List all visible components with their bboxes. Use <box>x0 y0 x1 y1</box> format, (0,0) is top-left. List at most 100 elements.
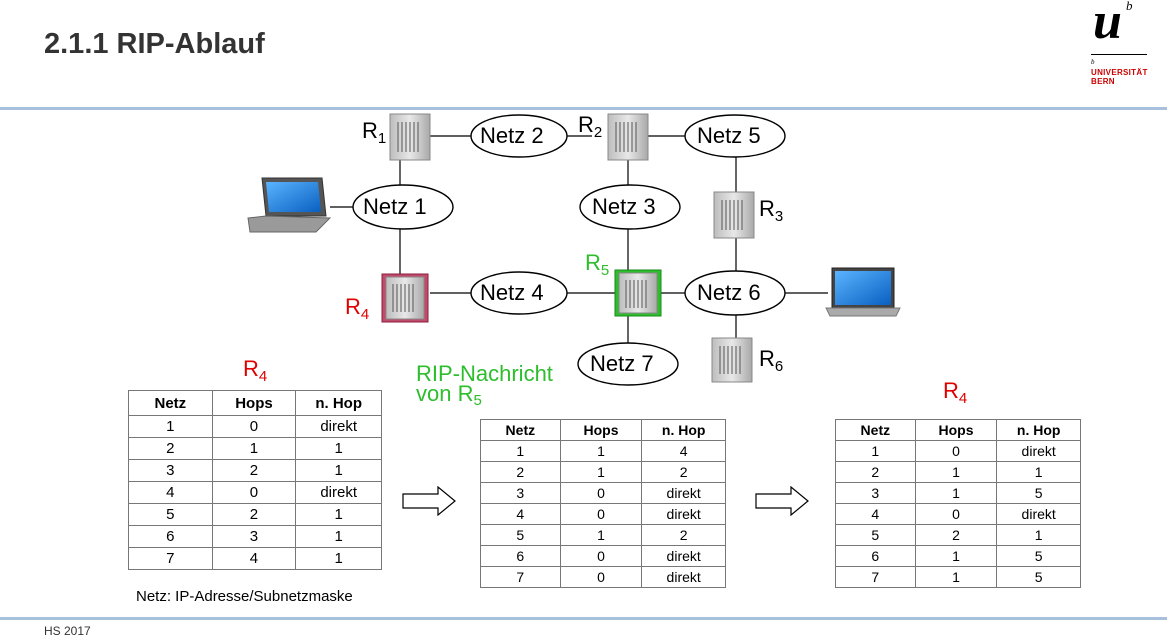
table-cell: 4 <box>641 440 726 462</box>
laptop-left-icon <box>247 177 332 233</box>
table-cell: 3 <box>835 482 916 504</box>
router-r2 <box>607 113 649 161</box>
router-r1 <box>389 113 431 161</box>
table-cell: 0 <box>559 566 643 588</box>
table-cell: 2 <box>211 459 297 482</box>
table-cell: 2 <box>641 524 726 546</box>
table-cell: 4 <box>211 547 297 570</box>
table-cell: 1 <box>295 437 382 460</box>
table-cell: 4 <box>835 503 916 525</box>
netz-7-ellipse <box>577 342 679 386</box>
table-cell: 2 <box>128 437 213 460</box>
footer-text: HS 2017 <box>44 624 91 638</box>
table-cell: 7 <box>128 547 213 570</box>
table-cell: direkt <box>996 503 1081 525</box>
netz-6-ellipse <box>684 270 786 316</box>
netz-3-label: Netz 3 <box>592 194 656 219</box>
table-cell: 0 <box>914 503 998 525</box>
table-cell: 0 <box>914 440 998 462</box>
arrow-right-icon <box>402 486 456 516</box>
table-cell: 1 <box>480 440 561 462</box>
table-cell: direkt <box>641 482 726 504</box>
table-cell: 2 <box>641 461 726 483</box>
netz-4-ellipse <box>470 271 568 315</box>
table-cell: 0 <box>559 482 643 504</box>
router-r6-label: R6 <box>759 346 784 375</box>
table-cell: 2 <box>914 524 998 546</box>
router-r2-label: R2 <box>578 112 603 141</box>
table-cell: 5 <box>996 482 1081 504</box>
router-r3 <box>713 191 755 239</box>
table-cell: 0 <box>559 545 643 567</box>
left-table-title: R4 <box>243 356 268 385</box>
router-r4-label: R4 <box>345 294 370 323</box>
arrow-right-icon <box>755 486 809 516</box>
rip-message-label: RIP-Nachricht von R5 <box>416 361 553 410</box>
table-cell: 1 <box>996 524 1081 546</box>
netz-2-ellipse <box>470 114 568 158</box>
netz-5-label: Netz 5 <box>697 123 761 148</box>
footer-rule <box>0 617 1167 620</box>
table-cell: 0 <box>211 481 297 504</box>
netz-6-label: Netz 6 <box>697 280 761 305</box>
netz-4-label: Netz 4 <box>480 280 544 305</box>
table-cell: 2 <box>211 503 297 526</box>
table-header-row: Netz Hops n. Hop <box>480 419 726 441</box>
table-cell: 1 <box>559 461 643 483</box>
table-cell: 1 <box>835 440 916 462</box>
table-cell: 0 <box>559 503 643 525</box>
router-r1-label: R1 <box>362 118 387 147</box>
table-cell: 3 <box>211 525 297 548</box>
table-cell: 1 <box>295 503 382 526</box>
router-r4 <box>381 273 429 323</box>
router-r6 <box>711 337 753 383</box>
table-cell: 3 <box>480 482 561 504</box>
table-cell: 1 <box>295 547 382 570</box>
table-cell: 1 <box>914 566 998 588</box>
slide-title: 2.1.1 RIP-Ablauf <box>44 28 265 60</box>
table-cell: 1 <box>295 459 382 482</box>
table-cell: 5 <box>835 524 916 546</box>
router-r5 <box>614 269 662 317</box>
table-cell: 7 <box>835 566 916 588</box>
table-cell: direkt <box>996 440 1081 462</box>
table-cell: 6 <box>480 545 561 567</box>
table-note: Netz: IP-Adresse/Subnetzmaske <box>136 588 353 605</box>
table-cell: 5 <box>480 524 561 546</box>
table-cell: direkt <box>641 503 726 525</box>
table-cell: 1 <box>295 525 382 548</box>
netz-5-ellipse <box>684 114 786 158</box>
router-r3-label: R3 <box>759 196 784 225</box>
network-links <box>330 135 828 344</box>
router-r5-label: R5 <box>585 250 610 279</box>
table-cell: 4 <box>128 481 213 504</box>
table-cell: 1 <box>559 440 643 462</box>
laptop-right-icon <box>825 267 901 317</box>
table-cell: direkt <box>295 415 382 438</box>
netz-2-label: Netz 2 <box>480 123 544 148</box>
table-cell: 2 <box>835 461 916 483</box>
table-cell: direkt <box>641 545 726 567</box>
table-cell: 1 <box>914 545 998 567</box>
table-cell: 7 <box>480 566 561 588</box>
table-cell: 0 <box>211 415 297 438</box>
netz-7-label: Netz 7 <box>590 351 654 376</box>
table-cell: 5 <box>128 503 213 526</box>
